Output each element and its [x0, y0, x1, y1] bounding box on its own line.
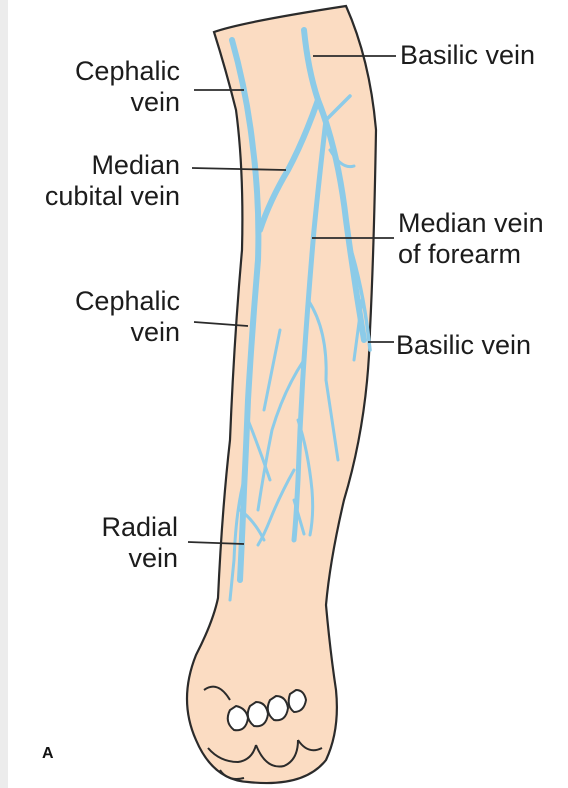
label-median-cubital-vein: Median cubital vein [18, 150, 180, 212]
label-basilic-vein-lower: Basilic vein [396, 330, 566, 361]
figure-canvas: Cephalic vein Basilic vein Median cubita… [8, 0, 568, 788]
label-median-vein-of-forearm: Median vein of forearm [398, 208, 568, 270]
label-cephalic-vein-upper: Cephalic vein [28, 56, 180, 118]
label-cephalic-vein-lower: Cephalic vein [28, 286, 180, 348]
forearm-illustration [8, 0, 568, 788]
label-basilic-vein-upper: Basilic vein [400, 40, 568, 71]
panel-letter: A [42, 745, 54, 763]
label-radial-vein: Radial vein [28, 512, 178, 574]
forearm-outline [187, 6, 376, 783]
